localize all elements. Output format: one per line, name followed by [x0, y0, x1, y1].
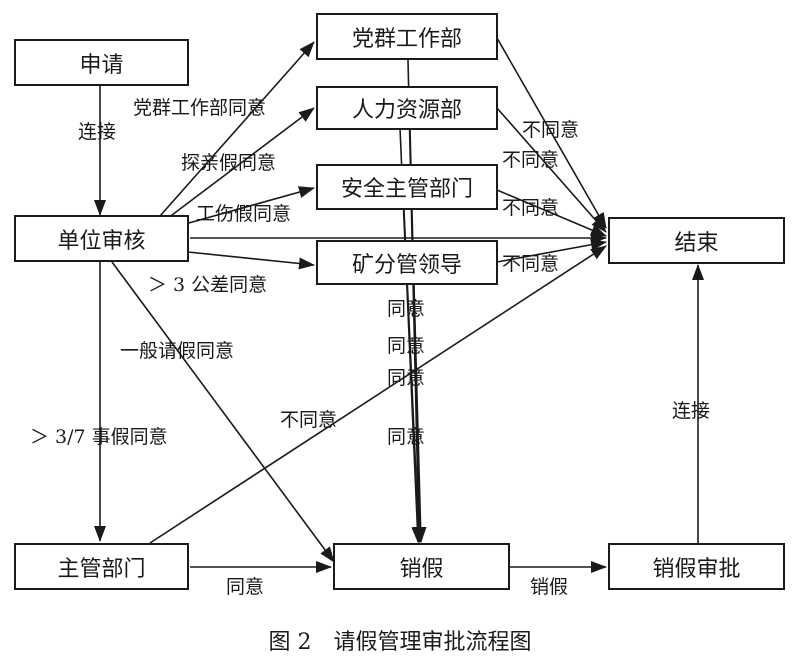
label-disagree-5: 不同意 [280, 409, 338, 431]
label-business-agree: ＞ 3 公差同意 [148, 274, 268, 296]
label-general-agree: 一般请假同意 [120, 340, 235, 362]
label-connect-1: 连接 [78, 121, 117, 143]
edge-review-to-leader [187, 251, 315, 270]
node-safety-dept: 安全主管部门 [316, 164, 498, 210]
label-personal-agree: ＞ 3/7 事假同意 [30, 426, 168, 448]
edge-review-to-safety [177, 186, 315, 227]
label-agree-5: 同意 [226, 576, 265, 598]
label-disagree-1: 不同意 [522, 119, 580, 141]
label-agree-3: 同意 [387, 367, 426, 389]
figure-caption: 图 2 请假管理审批流程图 [268, 630, 532, 655]
edge-hr-to-end [496, 107, 607, 233]
node-end: 结束 [608, 217, 785, 264]
edge-party-to-end [496, 37, 607, 229]
edge-review-to-party [159, 41, 315, 217]
edge-leader-to-cancel [413, 284, 427, 543]
label-disagree-3: 不同意 [502, 197, 560, 219]
node-mine-leader: 矿分管领导 [316, 240, 498, 285]
label-agree-1: 同意 [387, 298, 426, 320]
label-injury-agree: 工伤假同意 [196, 203, 292, 225]
edge-safety-to-end [496, 189, 607, 237]
edge-review-to-cancel [111, 261, 335, 563]
node-cancel-leave: 销假 [333, 543, 510, 590]
label-cancel: 销假 [530, 576, 569, 598]
label-party-agree: 党群工作部同意 [133, 97, 267, 119]
node-unit-review: 单位审核 [14, 215, 189, 262]
edge-review-to-hr [167, 107, 315, 219]
label-agree-2: 同意 [387, 335, 426, 357]
node-cancel-approval: 销假审批 [608, 543, 785, 590]
label-family-agree: 探亲假同意 [181, 152, 277, 174]
label-disagree-4: 不同意 [502, 253, 560, 275]
node-supervisor-dept: 主管部门 [14, 543, 189, 590]
edge-leader-to-end [496, 238, 607, 263]
label-disagree-2: 不同意 [502, 149, 560, 171]
node-apply: 申请 [14, 39, 189, 86]
edge-supervisor-to-end [149, 245, 607, 544]
node-hr-dept: 人力资源部 [316, 86, 498, 130]
label-agree-4: 同意 [387, 426, 426, 448]
label-connect-2: 连接 [672, 400, 711, 422]
node-party-dept: 党群工作部 [316, 13, 498, 60]
